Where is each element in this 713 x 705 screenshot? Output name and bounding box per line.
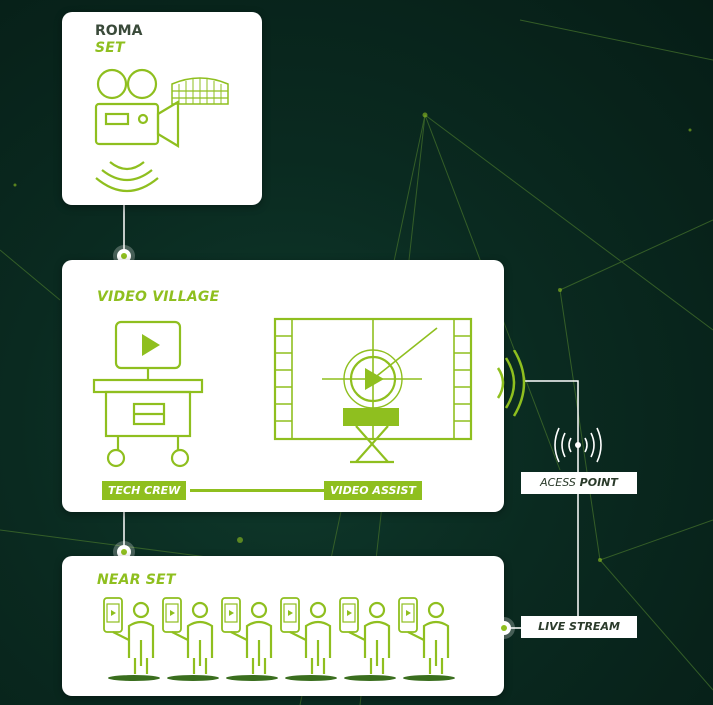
crew-with-tablets-icons (102, 596, 457, 682)
access-point-label-plain: ACESS (540, 476, 576, 489)
set-title-line2: SET (95, 40, 125, 56)
tech-to-assist-line (190, 489, 324, 492)
video-village-card: VIDEO VILLAGE (62, 260, 526, 512)
roma-set-card: ROMA SET (62, 12, 262, 205)
tech-crew-tag: TECH CREW (102, 481, 187, 500)
access-point-label: ACESS POINT (521, 472, 637, 494)
connector-dot-village (117, 545, 131, 559)
connector-dot-set (117, 249, 131, 263)
movie-camera-icon (94, 68, 229, 192)
access-point-icon (554, 427, 602, 463)
broadcast-waves-icon (496, 350, 526, 417)
video-village-title: VIDEO VILLAGE (97, 289, 220, 305)
access-point-label-bold: POINT (579, 476, 618, 489)
video-assist-tag: VIDEO ASSIST (324, 481, 422, 500)
connector-dot-near-set (497, 621, 511, 635)
near-set-title: NEAR SET (97, 572, 176, 588)
film-screen-icon (273, 317, 473, 464)
live-stream-label: LIVE STREAM (521, 616, 637, 638)
set-title-line1: ROMA (95, 23, 143, 39)
monitor-cart-icon (92, 320, 204, 468)
near-set-card: NEAR SET (62, 556, 504, 696)
